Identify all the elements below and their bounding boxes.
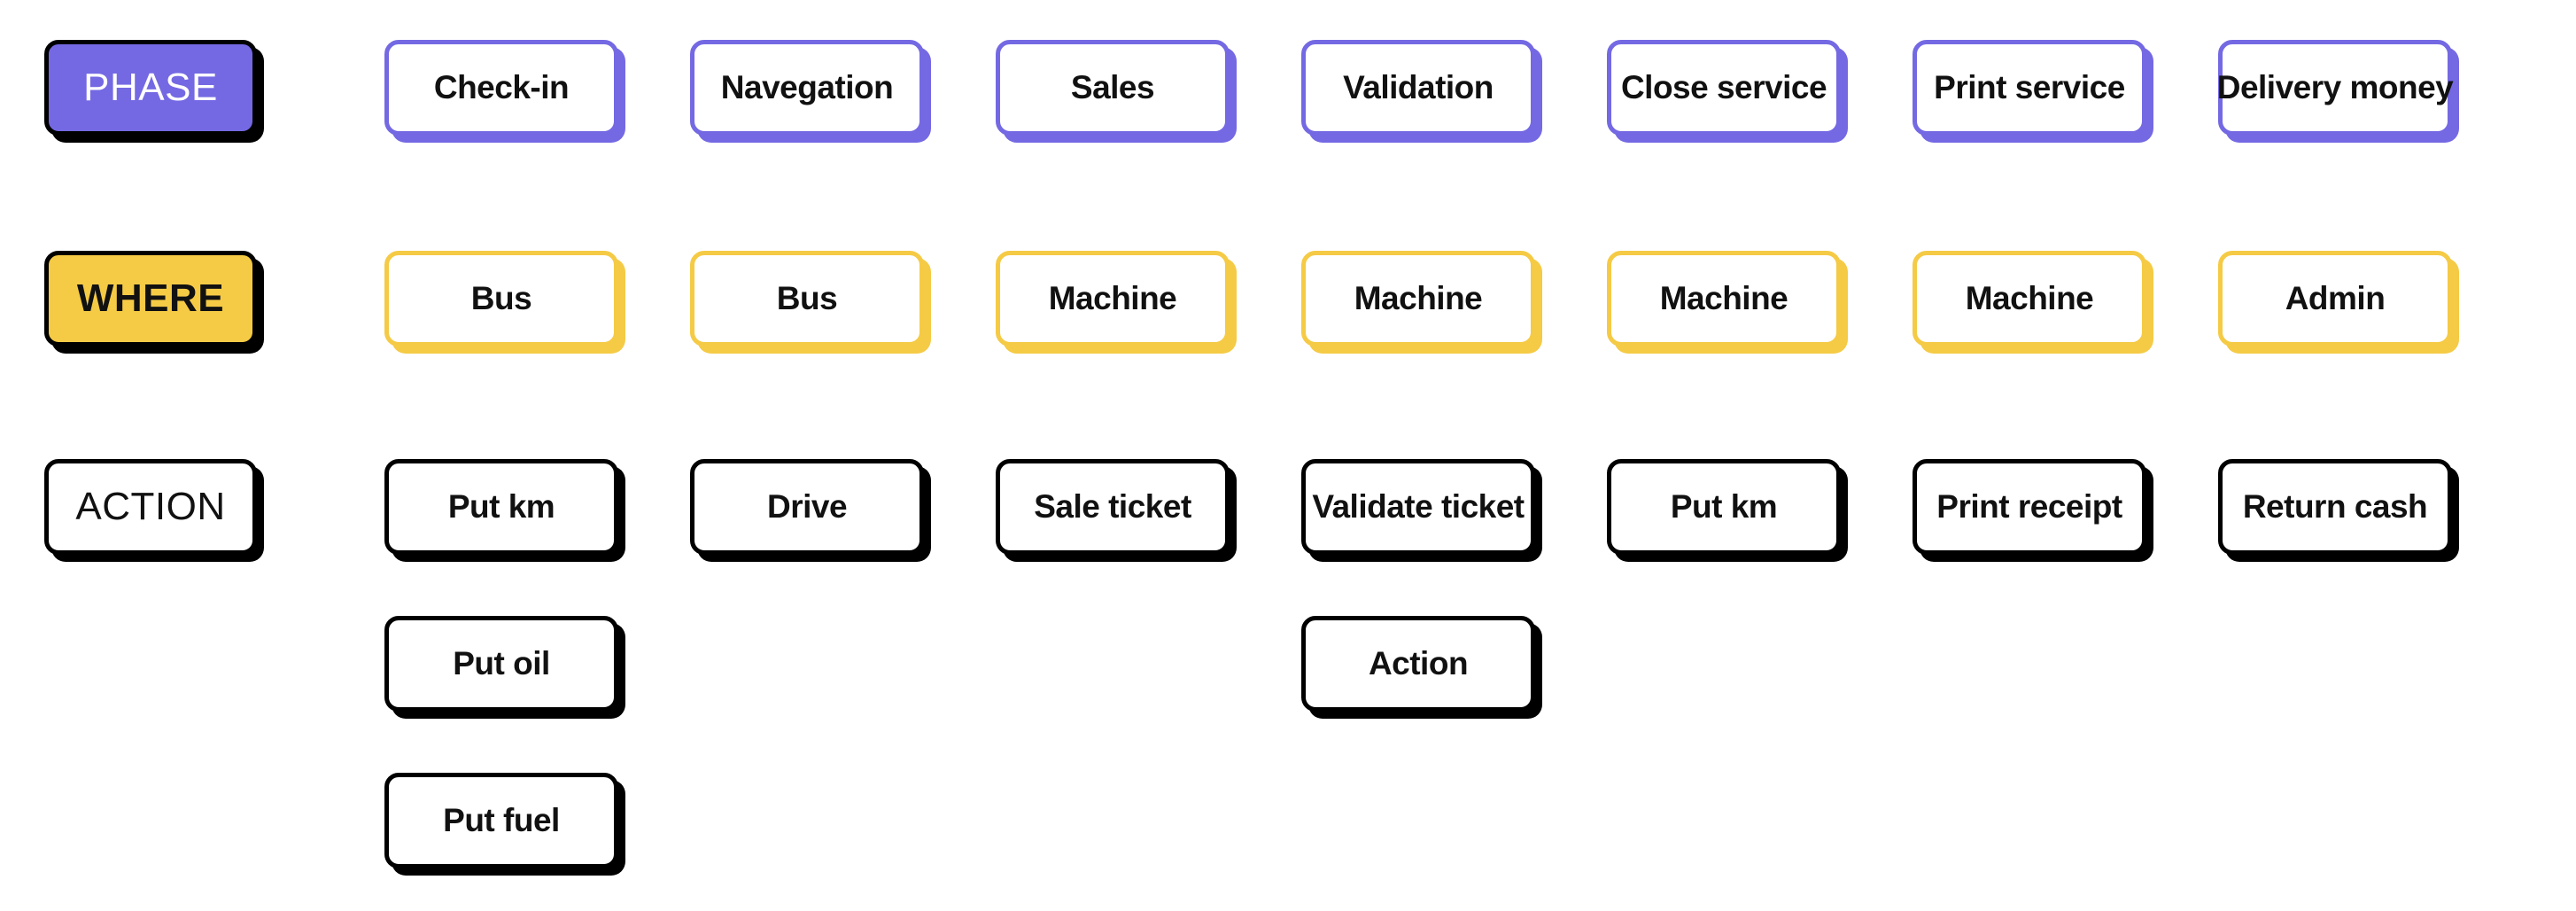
phase-step-card: Sales <box>996 40 1230 136</box>
action-step-card: Sale ticket <box>996 459 1230 555</box>
phase-step-card: Close service <box>1607 40 1841 136</box>
action-step-card: Put km <box>1607 459 1841 555</box>
action-step-card: Action <box>1301 616 1535 712</box>
action-row-label: ACTION <box>44 459 257 555</box>
where-step-card: Machine <box>1301 251 1535 346</box>
action-step-card: Put fuel <box>384 773 618 868</box>
phase-step-card: Check-in <box>384 40 618 136</box>
phase-step-card: Delivery money <box>2217 40 2454 136</box>
phase-step-card: Navegation <box>690 40 924 136</box>
where-step-card: Bus <box>690 251 924 346</box>
where-step-card: Bus <box>384 251 618 346</box>
action-step-card: Put oil <box>384 616 618 712</box>
action-step-card: Drive <box>690 459 924 555</box>
action-step-card: Print receipt <box>1913 459 2146 555</box>
where-step-card: Admin <box>2218 251 2452 346</box>
action-step-card: Return cash <box>2218 459 2452 555</box>
action-step-card: Validate ticket <box>1301 459 1535 555</box>
where-step-card: Machine <box>1913 251 2146 346</box>
action-step-card: Put km <box>384 459 618 555</box>
phase-row-label: PHASE <box>44 40 257 136</box>
phase-step-card: Validation <box>1301 40 1535 136</box>
where-step-card: Machine <box>996 251 1230 346</box>
where-row-label: WHERE <box>44 251 257 346</box>
phase-step-card: Print service <box>1913 40 2146 136</box>
where-step-card: Machine <box>1607 251 1841 346</box>
